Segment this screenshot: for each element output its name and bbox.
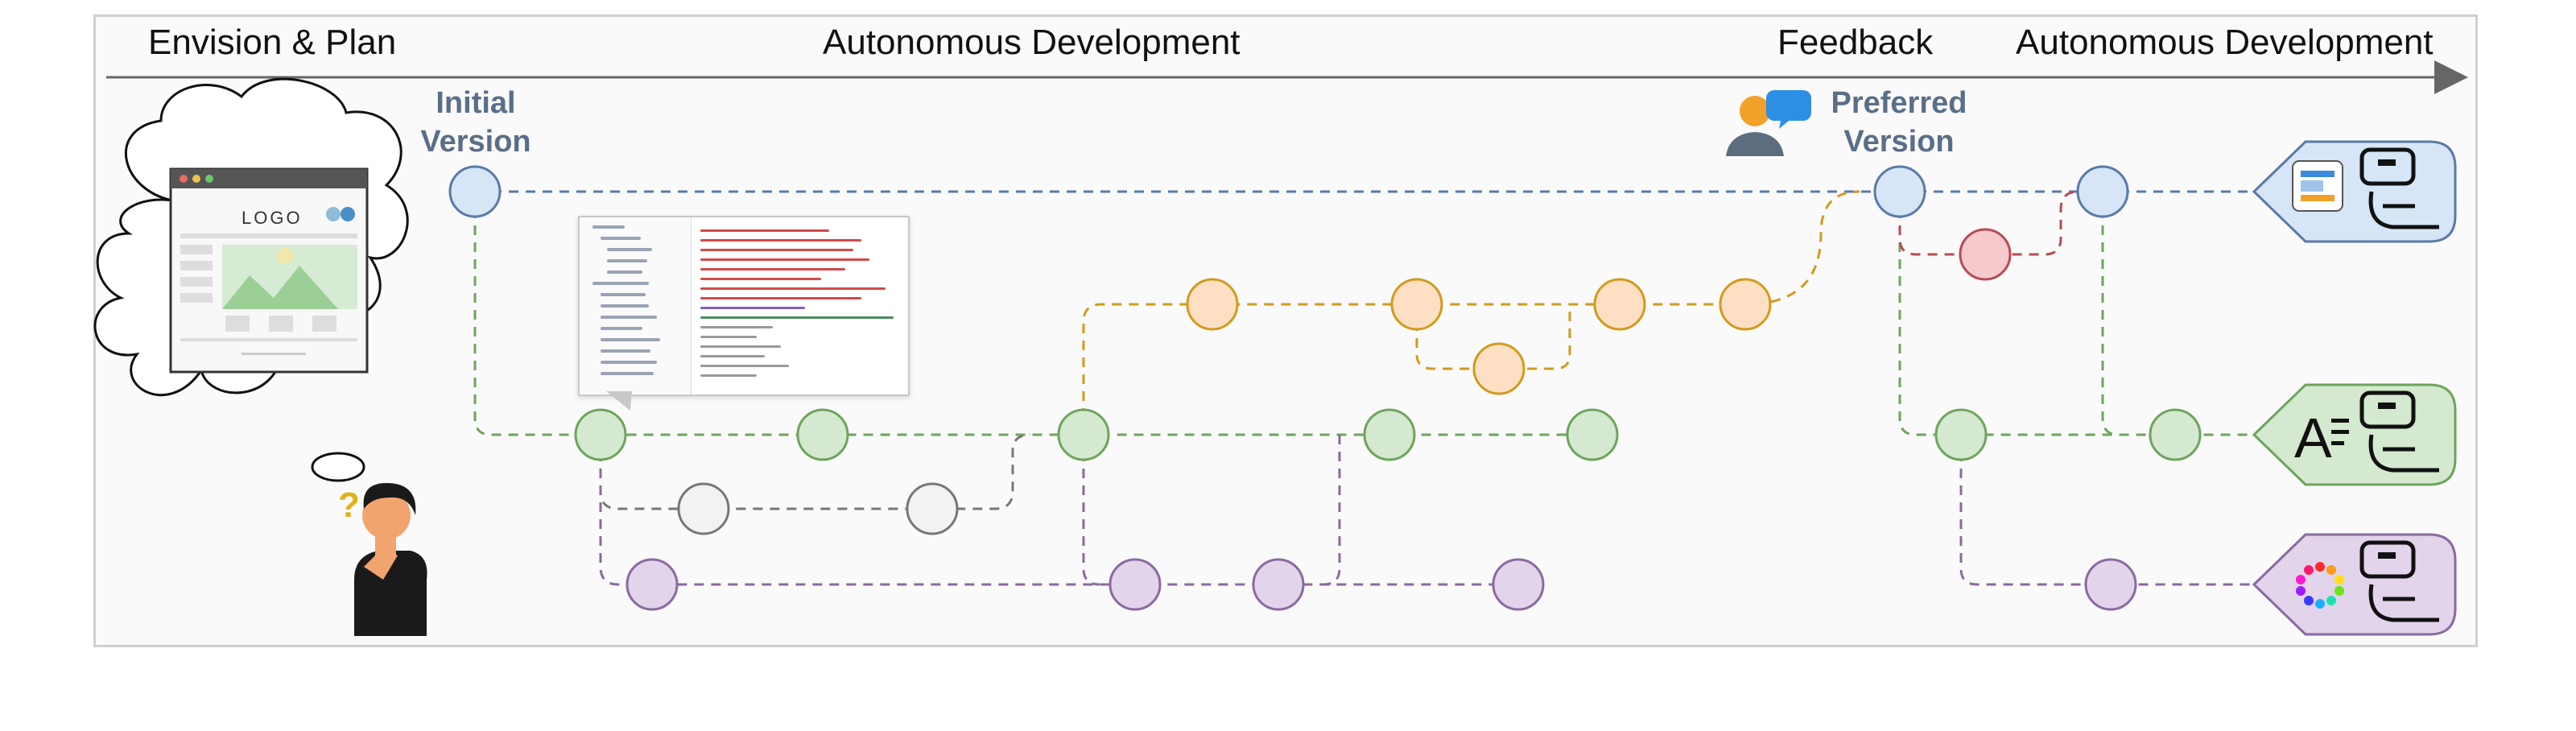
phase-autonomous-development-1: Autonomous Development (823, 23, 1241, 62)
node-green-5[interactable] (1566, 408, 1619, 461)
node-green-4[interactable] (1363, 408, 1416, 461)
node-orange-4[interactable] (1719, 278, 1772, 331)
node-preferred-version[interactable] (1873, 165, 1926, 218)
node-orange-1[interactable] (1186, 278, 1239, 331)
file-tree (580, 217, 691, 394)
node-purple-5[interactable] (2084, 558, 2137, 611)
node-red-1[interactable] (1959, 228, 2012, 281)
phase-envision-plan: Envision & Plan (148, 23, 397, 62)
node-purple-2[interactable] (1108, 558, 1162, 611)
node-green-1[interactable] (574, 408, 627, 461)
initial-label-line1: Initial (436, 86, 516, 120)
node-purple-3[interactable] (1252, 558, 1305, 611)
node-green-7[interactable] (2149, 408, 2202, 461)
node-blue-3[interactable] (2076, 165, 2129, 218)
typography-robot-agent-icon: A (2252, 383, 2457, 486)
color-palette-robot-agent-icon (2252, 533, 2457, 636)
website-sketch (169, 167, 369, 374)
phase-feedback: Feedback (1777, 23, 1934, 62)
node-gray-2[interactable] (906, 482, 959, 535)
preferred-label-line1: Preferred (1831, 86, 1967, 120)
node-green-6[interactable] (1934, 408, 1988, 461)
person-thinking-icon: ? (338, 483, 427, 636)
node-orange-3[interactable] (1593, 278, 1646, 331)
purple-branch-line (599, 435, 2286, 586)
initial-version-label: Initial Version (415, 84, 536, 161)
code-editor-screenshot (578, 216, 910, 396)
node-purple-1[interactable] (625, 558, 679, 611)
node-orange-5[interactable] (1472, 342, 1525, 395)
diagram-frame (93, 14, 2478, 647)
gray-branch-line (599, 433, 1031, 510)
initial-label-line2: Version (420, 125, 531, 159)
node-gray-1[interactable] (677, 482, 730, 535)
node-orange-2[interactable] (1390, 278, 1443, 331)
sketch-logo: LOGO (242, 208, 303, 228)
code-lines (700, 222, 902, 394)
node-purple-4[interactable] (1492, 558, 1545, 611)
node-initial-version[interactable] (448, 165, 502, 218)
svg-text:?: ? (338, 485, 360, 525)
preferred-version-label: Preferred Version (1823, 84, 1975, 161)
layout-robot-agent-icon (2252, 140, 2457, 243)
red-branch-line (1898, 190, 2079, 256)
user-chat-feedback-icon (1726, 90, 1811, 156)
preferred-label-line2: Version (1843, 125, 1955, 159)
phase-autonomous-development-2: Autonomous Development (2016, 23, 2434, 62)
node-green-2[interactable] (796, 408, 849, 461)
green-branch-line (473, 192, 2286, 436)
node-green-3[interactable] (1057, 408, 1110, 461)
svg-text:A: A (2294, 407, 2332, 469)
